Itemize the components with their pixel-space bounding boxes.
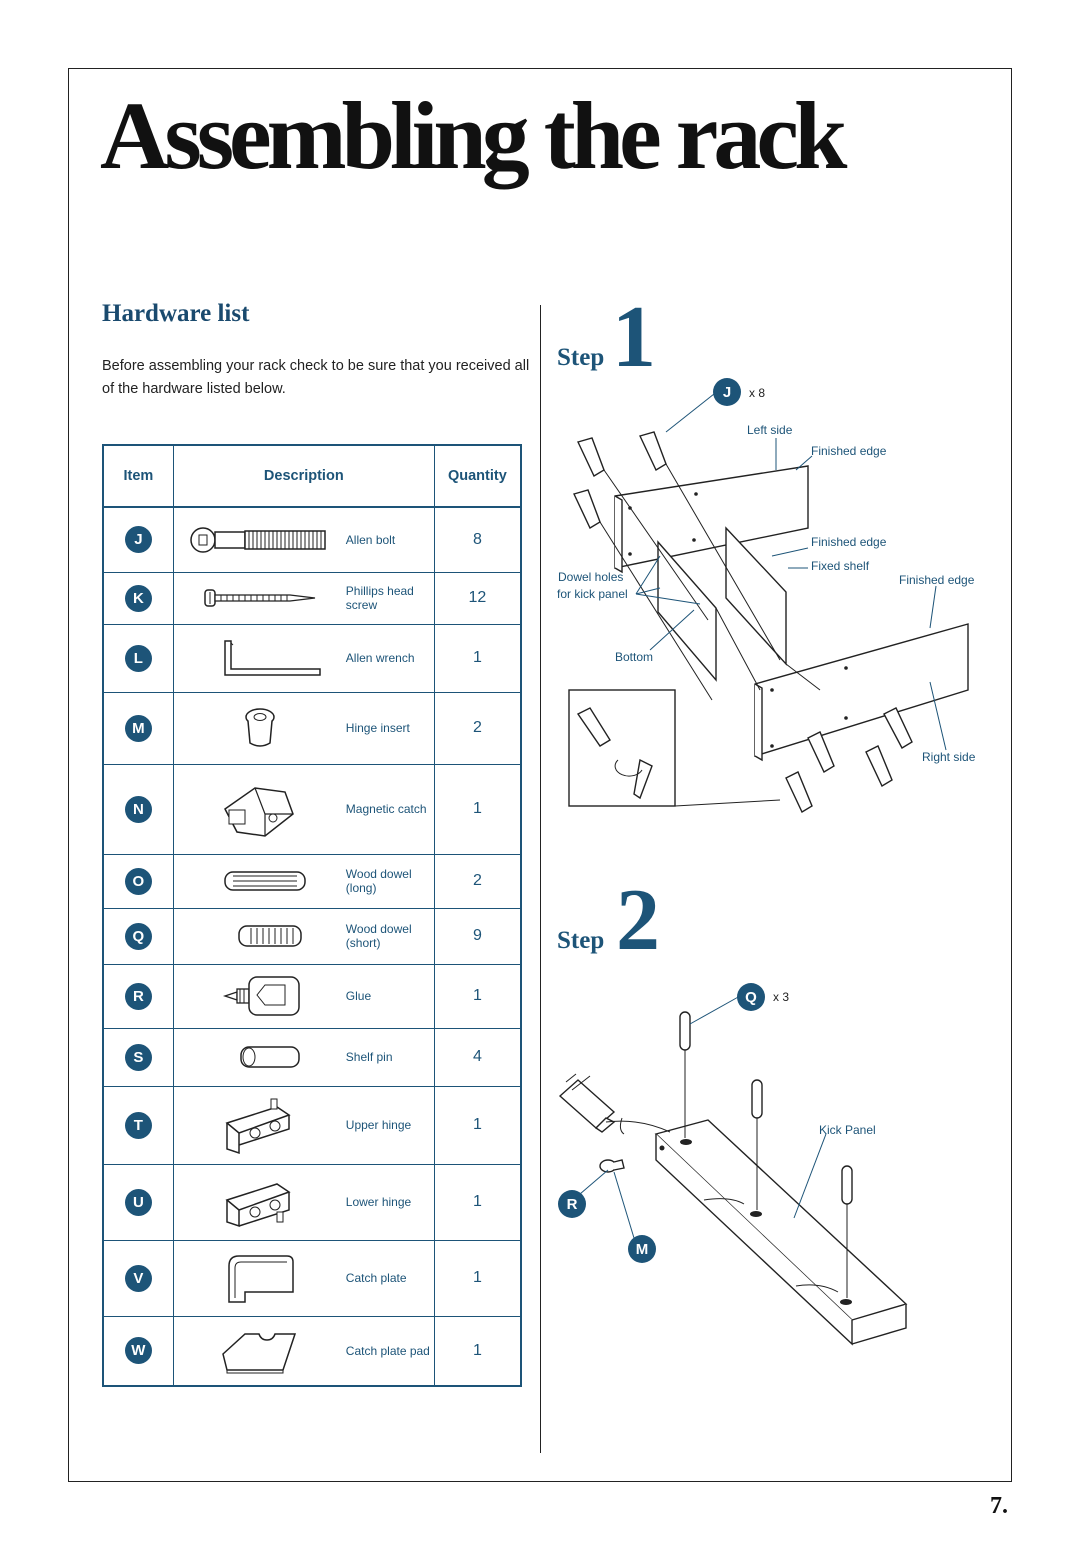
label-dowel-holes: Dowel holes — [558, 570, 624, 584]
item-quantity: 1 — [433, 763, 522, 855]
page-number: 7. — [990, 1493, 1008, 1519]
item-description: Glue — [345, 989, 372, 1003]
table-header-row: Item Description Quantity — [102, 444, 522, 508]
label-finished-edge-right: Finished edge — [899, 573, 975, 587]
step1-part-count: x 8 — [749, 386, 766, 400]
table-row: T Upper hinge 1 — [102, 1085, 522, 1165]
long-dowel-icon — [174, 866, 346, 896]
label-for-kick-panel: for kick panel — [557, 587, 628, 601]
hardware-list-heading: Hardware list — [102, 300, 250, 327]
table-row: U Lower hinge 1 — [102, 1163, 522, 1241]
glue-icon — [174, 971, 346, 1021]
column-divider — [540, 305, 541, 1453]
item-description: Catch plate pad — [345, 1343, 430, 1358]
item-quantity: 1 — [433, 623, 522, 693]
phillips-screw-icon — [174, 583, 346, 613]
item-description: Lower hinge — [345, 1195, 412, 1209]
magnetic-catch-icon — [174, 774, 346, 844]
lower-hinge-icon — [174, 1170, 346, 1234]
item-description: Upper hinge — [345, 1118, 412, 1132]
table-row: N Magnetic catch 1 — [102, 763, 522, 855]
hardware-table: Item Description Quantity J Allen bolt 8… — [102, 444, 522, 1387]
page-frame — [68, 68, 1012, 1482]
hinge-insert-icon — [174, 705, 346, 751]
item-quantity: 8 — [433, 506, 522, 573]
item-description: Wood dowel (short) — [345, 922, 412, 950]
item-quantity: 9 — [433, 907, 522, 965]
item-description: Catch plate — [345, 1271, 407, 1285]
short-dowel-icon — [174, 921, 346, 951]
item-badge: J — [124, 526, 152, 554]
table-row: O Wood dowel (long) 2 — [102, 853, 522, 909]
item-badge: L — [124, 644, 152, 672]
step2-number: 2 — [616, 872, 660, 969]
step2-part-badge: Q — [737, 983, 765, 1011]
step2-part-count: x 3 — [773, 990, 790, 1004]
item-description: Magnetic catch — [345, 802, 427, 816]
table-row: L Allen wrench 1 — [102, 623, 522, 693]
item-description: Hinge insert — [345, 721, 410, 735]
label-bottom: Bottom — [615, 650, 654, 664]
hinge-insert-badge: M — [628, 1235, 656, 1263]
label-left-side: Left side — [747, 423, 793, 437]
item-badge: W — [124, 1337, 152, 1365]
label-finished-edge-top: Finished edge — [811, 444, 887, 458]
item-badge: O — [124, 867, 152, 895]
hardware-intro-text: Before assembling your rack check to be … — [102, 358, 530, 397]
item-badge: M — [124, 714, 152, 742]
glue-badge: R — [558, 1190, 586, 1218]
item-quantity: 4 — [433, 1027, 522, 1087]
table-row: V Catch plate 1 — [102, 1239, 522, 1317]
label-kick-panel: Kick Panel — [819, 1123, 876, 1137]
item-badge: N — [124, 795, 152, 823]
step1-label: Step — [557, 344, 605, 371]
item-description: Allen wrench — [345, 651, 415, 665]
item-badge: Q — [124, 922, 152, 950]
page-title: Assembling the rack — [100, 82, 847, 189]
item-description: Allen bolt — [345, 532, 396, 547]
item-badge: T — [124, 1111, 152, 1139]
item-quantity: 1 — [433, 1315, 522, 1387]
item-description: Phillips head screw — [345, 584, 414, 612]
upper-hinge-icon — [174, 1093, 346, 1157]
allen-wrench-icon — [174, 635, 346, 681]
item-badge: V — [124, 1264, 152, 1292]
step2-label: Step — [557, 927, 605, 954]
item-column-header: Item — [102, 444, 174, 508]
catch-plate-icon — [174, 1248, 346, 1308]
item-badge: S — [124, 1043, 152, 1071]
step1-part-badge: J — [713, 378, 741, 406]
item-description: Shelf pin — [345, 1050, 393, 1064]
item-badge: R — [124, 982, 152, 1010]
label-right-side: Right side — [922, 750, 976, 764]
label-finished-edge-mid: Finished edge — [811, 535, 887, 549]
item-quantity: 1 — [433, 963, 522, 1029]
allen-bolt-icon — [174, 520, 346, 560]
item-quantity: 2 — [433, 691, 522, 765]
shelf-pin-icon — [174, 1042, 346, 1072]
item-badge: K — [124, 584, 152, 612]
step1-number: 1 — [612, 289, 656, 386]
table-row: J Allen bolt 8 — [102, 506, 522, 573]
item-description: Wood dowel (long) — [345, 867, 412, 895]
label-fixed-shelf: Fixed shelf — [811, 559, 870, 573]
table-row: R Glue 1 — [102, 963, 522, 1029]
item-badge: U — [124, 1188, 152, 1216]
table-row: W Catch plate pad 1 — [102, 1315, 522, 1387]
quantity-column-header: Quantity — [433, 444, 522, 508]
description-column-header: Description — [172, 444, 435, 508]
catch-plate-pad-icon — [174, 1326, 346, 1376]
